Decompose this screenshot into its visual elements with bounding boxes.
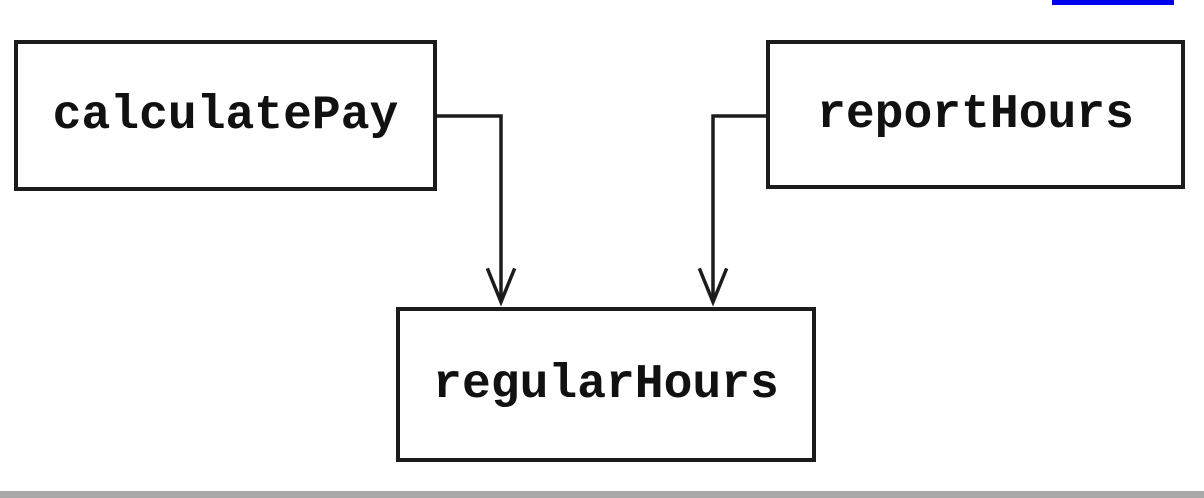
hyperlink-underline[interactable]	[1052, 0, 1174, 5]
node-calculatepay-label: calculatePay	[52, 88, 399, 143]
node-regularhours: regularHours	[396, 307, 816, 462]
node-calculatepay: calculatePay	[14, 40, 437, 191]
edge-reporthours-to-regularhours	[697, 114, 769, 307]
node-reporthours-label: reportHours	[817, 87, 1134, 142]
node-regularhours-label: regularHours	[433, 357, 779, 412]
edge-line	[711, 114, 769, 302]
edge-calculatepay-to-regularhours	[435, 114, 517, 307]
arrowhead-down-icon	[485, 267, 517, 307]
edge-line	[435, 114, 503, 302]
node-reporthours: reportHours	[766, 40, 1185, 189]
arrowhead-down-icon	[697, 267, 729, 307]
horizontal-scrollbar[interactable]	[0, 491, 1204, 498]
